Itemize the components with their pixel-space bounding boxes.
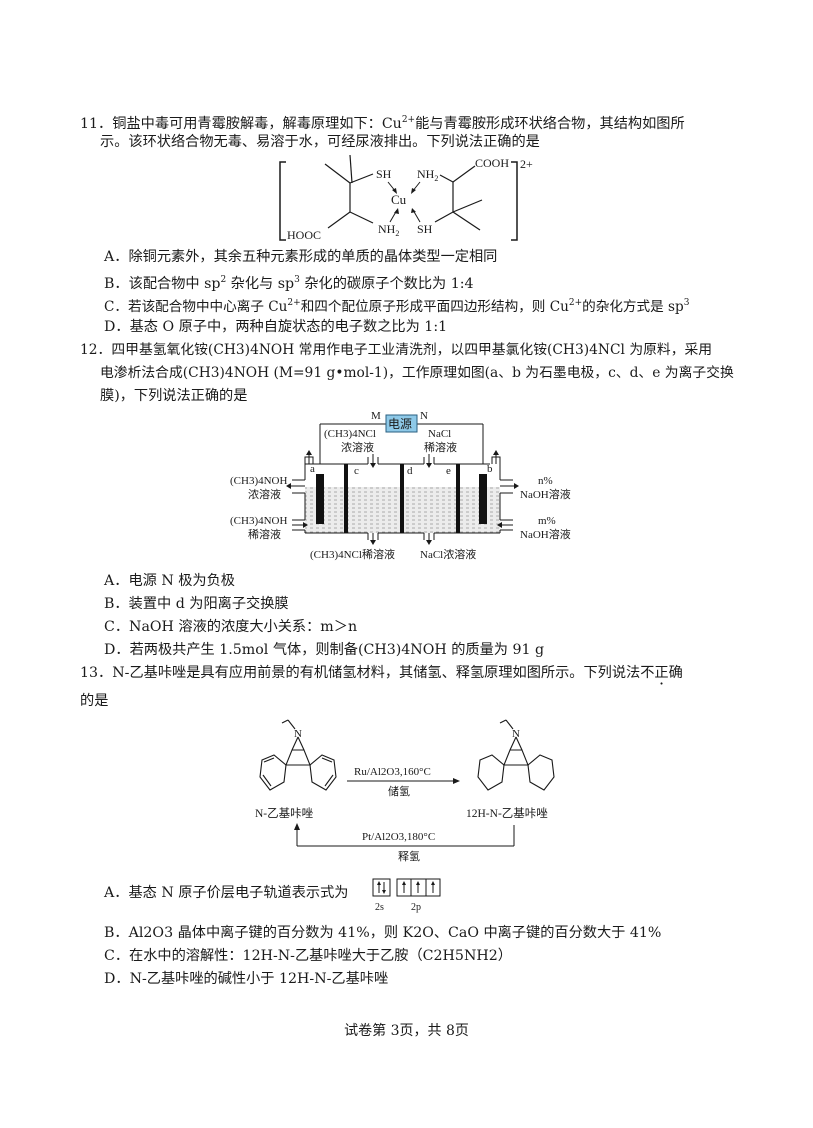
svg-text:COOH: COOH <box>475 156 509 170</box>
q12-electrodialysis-diagram: 电源 M N (CH3)4NCl 浓溶液 NaCl 稀溶液 a b c d e … <box>230 410 571 561</box>
svg-text:N: N <box>294 728 302 740</box>
q13-stem-line1: 13．N-乙基咔唑是具有应用前景的有机储氢材料，其储氢、释氢原理如图所示。下列说… <box>80 664 683 682</box>
q11-stem-line2: 示。该环状络合物无毒、易溶于水，可经尿液排出。下列说法正确的是 <box>100 134 540 150</box>
membrane-c <box>344 464 348 533</box>
svg-text:NaOH溶液: NaOH溶液 <box>520 487 571 501</box>
q13-hydrogen-storage-diagram: N Ru/Al2O3,160°C 储氢 N N-乙基咔唑 12H-N-乙基咔唑 … <box>255 719 555 863</box>
charge-label: 2+ <box>520 157 533 171</box>
svg-text:电源: 电源 <box>388 417 412 431</box>
q11-stem-line1: 11．铜盐中毒可用青霉胺解毒，解毒原理如下：Cu2+能与青霉胺形成环状络合物，其… <box>80 115 685 132</box>
svg-text:c: c <box>354 465 359 477</box>
q11-option-b: B．该配合物中 sp2 杂化与 sp3 杂化的碳原子个数比为 1:4 <box>104 275 474 292</box>
svg-text:NaOH溶液: NaOH溶液 <box>520 527 571 541</box>
q11-complex-structure: 2+ SH NH2 HOOC Cu NH2 SH COOH <box>279 154 533 242</box>
emphasis-not-correct: 不正确 <box>640 665 683 681</box>
q12-stem-line2: 电渗析法合成(CH3)4NOH (M=91 g•mol-1)，工作原理如图(a、… <box>100 365 734 381</box>
svg-text:2s: 2s <box>375 902 384 913</box>
svg-text:(CH3)4NOH: (CH3)4NOH <box>230 475 287 487</box>
q13-option-c: C．在水中的溶解性：12H-N-乙基咔唑大于乙胺（C2H5NH2） <box>104 948 512 964</box>
svg-text:稀溶液: 稀溶液 <box>248 527 281 541</box>
svg-text:浓溶液: 浓溶液 <box>248 487 281 501</box>
q12-option-a: A．电源 N 极为负极 <box>104 573 235 589</box>
q12-stem-line1: 12．四甲基氢氧化铵(CH3)4NOH 常用作电子工业清洗剂，以四甲基氯化铵(C… <box>80 342 713 358</box>
svg-text:释氢: 释氢 <box>398 849 420 863</box>
orbital-diagram: 2s 2p <box>372 878 441 913</box>
svg-text:Ru/Al2O3,160°C: Ru/Al2O3,160°C <box>354 766 431 778</box>
q11-option-d: D．基态 O 原子中，两种自旋状态的电子数之比为 1:1 <box>104 319 448 335</box>
q13-number: 13． <box>80 665 113 681</box>
membrane-d <box>400 464 404 533</box>
svg-text:(CH3)4NCl: (CH3)4NCl <box>324 428 376 440</box>
svg-text:储氢: 储氢 <box>388 784 410 798</box>
svg-text:NH2: NH2 <box>417 167 438 183</box>
svg-text:d: d <box>407 465 413 477</box>
q12-option-b: B．装置中 d 为阳离子交换膜 <box>104 596 289 612</box>
q12-option-d: D．若两极共产生 1.5mol 气体，则制备(CH3)4NOH 的质量为 91 … <box>104 642 545 658</box>
svg-text:SH: SH <box>376 167 392 181</box>
q13-stem-line2: 的是 <box>80 693 109 709</box>
svg-text:e: e <box>446 465 451 477</box>
svg-text:a: a <box>310 463 315 475</box>
svg-text:12H-N-乙基咔唑: 12H-N-乙基咔唑 <box>466 807 548 820</box>
n-ethylcarbazole-structure <box>259 719 337 791</box>
q12-number: 12． <box>80 342 112 358</box>
svg-text:N: N <box>420 410 428 422</box>
svg-text:N-乙基咔唑: N-乙基咔唑 <box>255 807 314 820</box>
svg-text:NaCl浓溶液: NaCl浓溶液 <box>420 547 476 561</box>
q11-number: 11． <box>80 116 113 132</box>
page-footer: 试卷第 3页，共 8页 <box>344 1023 469 1039</box>
q12-option-c: C．NaOH 溶液的浓度大小关系：m＞n <box>104 619 358 635</box>
q12-stem-line3: 膜)，下列说法正确的是 <box>100 388 248 404</box>
q11-option-c: C．若该配合物中中心离子 Cu2+和四个配位原子形成平面四边形结构，则 Cu2+… <box>104 298 690 315</box>
power-source <box>385 414 418 433</box>
q11-option-a: A．除铜元素外，其余五种元素形成的单质的晶体类型一定相同 <box>104 249 498 265</box>
svg-text:(CH3)4NOH: (CH3)4NOH <box>230 515 287 527</box>
svg-text:HOOC: HOOC <box>287 228 321 242</box>
cu-center: Cu <box>391 192 407 207</box>
svg-text:(CH3)4NCl稀溶液: (CH3)4NCl稀溶液 <box>310 547 395 561</box>
svg-text:M: M <box>371 410 381 422</box>
membrane-e <box>456 464 460 533</box>
electrode-b <box>479 474 487 524</box>
svg-text:N: N <box>512 728 520 740</box>
svg-text:m%: m% <box>538 515 556 527</box>
12h-n-ethylcarbazole-structure <box>477 719 555 791</box>
svg-text:n%: n% <box>538 475 553 487</box>
q13-option-d: D．N-乙基咔唑的碱性小于 12H-N-乙基咔唑 <box>104 971 389 987</box>
svg-text:b: b <box>487 463 493 475</box>
svg-text:浓溶液: 浓溶液 <box>341 440 374 454</box>
electrode-a <box>316 474 324 524</box>
svg-text:NaCl: NaCl <box>428 428 451 440</box>
q13-option-a: A．基态 N 原子价层电子轨道表示式为 <box>104 885 349 901</box>
svg-text:2p: 2p <box>411 902 421 913</box>
svg-text:SH: SH <box>417 222 433 236</box>
q13-option-b: B．Al2O3 晶体中离子键的百分数为 41%，则 K2O、CaO 中离子键的百… <box>104 925 662 941</box>
svg-text:NH2: NH2 <box>378 222 399 238</box>
svg-text:稀溶液: 稀溶液 <box>424 440 457 454</box>
svg-text:Pt/Al2O3,180°C: Pt/Al2O3,180°C <box>362 831 435 843</box>
